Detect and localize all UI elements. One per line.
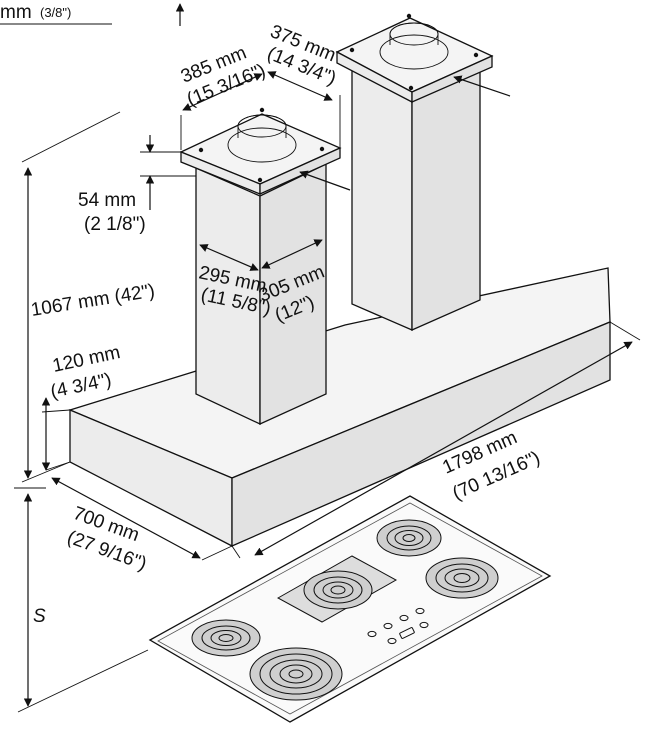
left-collar-outer [227, 127, 297, 163]
burner-back-right [376, 519, 442, 557]
hood-canopy [68, 267, 611, 548]
top-partial-fraction: (3/8") [40, 5, 71, 20]
cooktop-surface [148, 495, 552, 723]
dim-120-label: 120 mm [51, 342, 123, 377]
left-collar-rim [237, 114, 287, 138]
burner-right [425, 557, 499, 599]
right-collar-rim [389, 22, 439, 46]
dim-s-label: S [33, 606, 46, 627]
top-partial-label: mm [0, 2, 32, 23]
top-partial-dimension: mm (3/8") [0, 2, 185, 26]
right-chimney-plate-side [411, 54, 493, 103]
dim-54-inch: (2 1/8") [84, 214, 146, 235]
right-collar-outer [379, 34, 449, 70]
cooktop [148, 495, 552, 723]
right-chimney-front [351, 62, 413, 331]
dim-54: 54 mm (2 1/8") [78, 135, 196, 235]
left-chimney [179, 107, 351, 426]
left-plate-arrow [299, 170, 351, 191]
dim-1067-label: 1067 mm (42") [29, 281, 156, 321]
right-plate-arrow [453, 75, 511, 97]
right-chimney [335, 13, 511, 331]
right-chimney-side [411, 67, 481, 331]
burner-front-left [191, 619, 261, 657]
dim-54-label: 54 mm [78, 190, 136, 211]
burner-front-large [249, 647, 343, 701]
cooktop-controls [367, 607, 429, 645]
dim-s: S [14, 487, 149, 713]
burner-center [303, 570, 373, 610]
